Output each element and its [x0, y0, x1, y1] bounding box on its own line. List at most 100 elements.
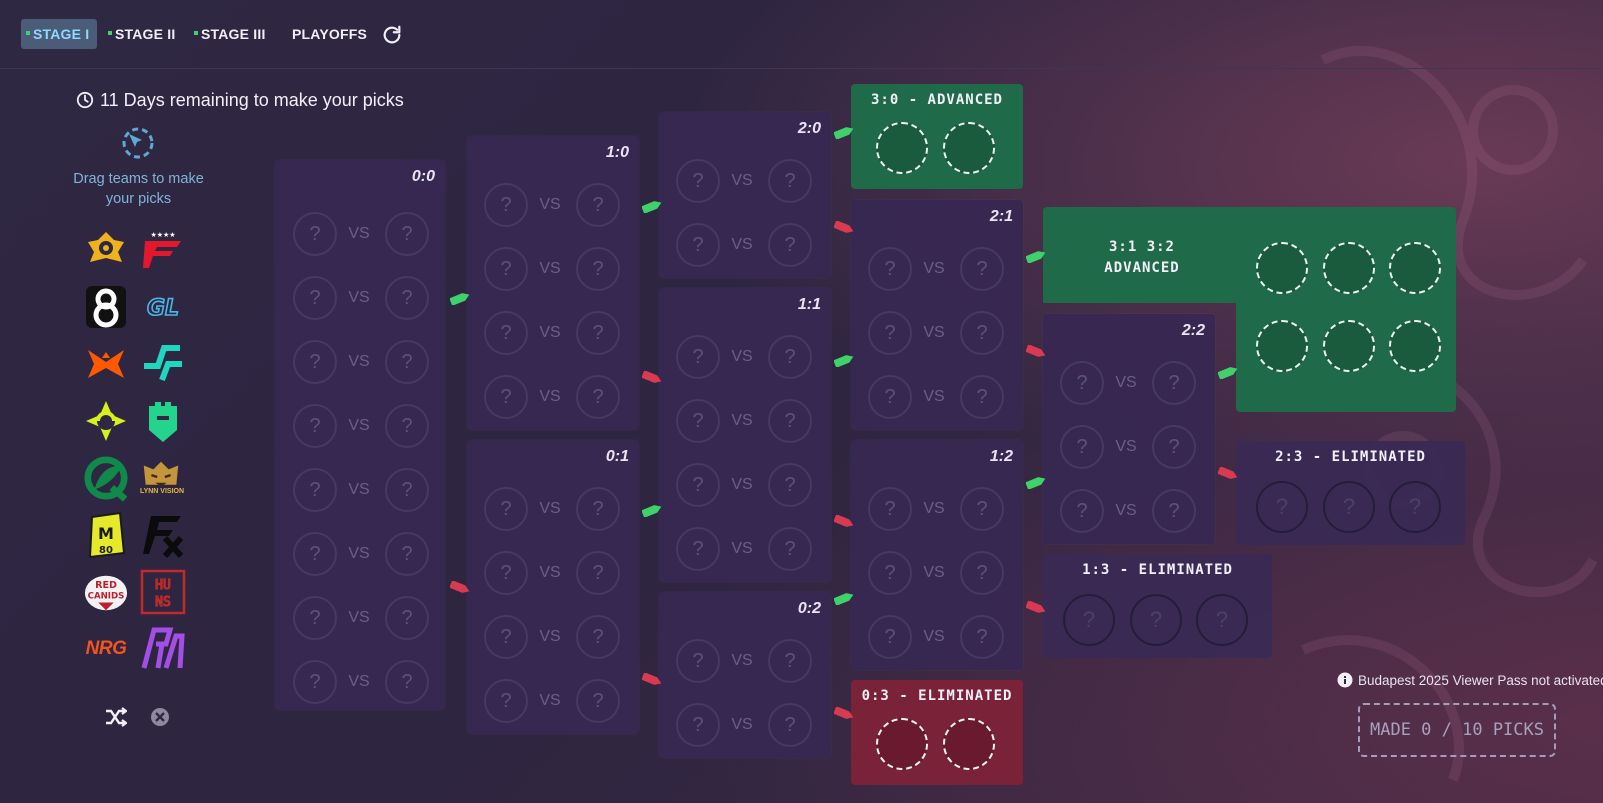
team-slot[interactable]: ?: [676, 703, 720, 747]
team-logo-imperial[interactable]: [140, 398, 186, 444]
team-slot[interactable]: ?: [385, 212, 429, 256]
team-slot[interactable]: ?: [768, 463, 812, 507]
team-slot[interactable]: ?: [385, 532, 429, 576]
team-slot[interactable]: ?: [1152, 361, 1196, 405]
team-slot[interactable]: ?: [484, 551, 528, 595]
team-slot[interactable]: ?: [385, 404, 429, 448]
pick-slot[interactable]: [876, 122, 928, 174]
team-logo-mongolz[interactable]: [83, 227, 129, 273]
eliminated-slot[interactable]: ?: [1130, 594, 1182, 646]
team-slot[interactable]: ?: [576, 551, 620, 595]
made-picks-button[interactable]: MADE 0 / 10 PICKS: [1358, 703, 1556, 757]
eliminated-slot[interactable]: ?: [1256, 481, 1308, 533]
team-slot[interactable]: ?: [868, 615, 912, 659]
team-logo-b8[interactable]: [83, 284, 129, 330]
team-slot[interactable]: ?: [293, 276, 337, 320]
pick-slot[interactable]: [1256, 242, 1308, 294]
team-slot[interactable]: ?: [960, 311, 1004, 355]
team-logo-rare-atom[interactable]: [140, 626, 186, 672]
eliminated-slot[interactable]: ?: [1196, 594, 1248, 646]
team-logo-nip[interactable]: [83, 398, 129, 444]
team-slot[interactable]: ?: [293, 660, 337, 704]
team-slot[interactable]: ?: [385, 468, 429, 512]
shuffle-icon[interactable]: [105, 707, 127, 727]
team-slot[interactable]: ?: [293, 212, 337, 256]
team-slot[interactable]: ?: [293, 468, 337, 512]
team-slot[interactable]: ?: [484, 311, 528, 355]
pick-slot[interactable]: [1323, 242, 1375, 294]
team-slot[interactable]: ?: [768, 703, 812, 747]
team-slot[interactable]: ?: [484, 615, 528, 659]
clear-icon[interactable]: [150, 707, 170, 727]
team-slot[interactable]: ?: [960, 615, 1004, 659]
team-slot[interactable]: ?: [868, 247, 912, 291]
team-slot[interactable]: ?: [484, 183, 528, 227]
team-slot[interactable]: ?: [484, 487, 528, 531]
team-slot[interactable]: ?: [1060, 489, 1104, 533]
team-slot[interactable]: ?: [576, 311, 620, 355]
team-logo-gamerlegion[interactable]: GL: [140, 284, 186, 330]
pick-slot[interactable]: [1389, 320, 1441, 372]
team-logo-fluxo[interactable]: [140, 512, 186, 558]
eliminated-slot[interactable]: ?: [1323, 481, 1375, 533]
team-slot[interactable]: ?: [385, 276, 429, 320]
tab-stage-1[interactable]: STAGE I: [21, 19, 98, 49]
team-slot[interactable]: ?: [576, 183, 620, 227]
team-slot[interactable]: ?: [960, 247, 1004, 291]
team-slot[interactable]: ?: [868, 311, 912, 355]
team-slot[interactable]: ?: [868, 551, 912, 595]
team-slot[interactable]: ?: [868, 375, 912, 419]
team-slot[interactable]: ?: [676, 399, 720, 443]
team-slot[interactable]: ?: [576, 487, 620, 531]
team-slot[interactable]: ?: [576, 375, 620, 419]
tab-stage-3[interactable]: STAGE III: [194, 19, 266, 49]
team-slot[interactable]: ?: [385, 660, 429, 704]
team-slot[interactable]: ?: [385, 340, 429, 384]
team-slot[interactable]: ?: [676, 159, 720, 203]
team-slot[interactable]: ?: [768, 159, 812, 203]
team-slot[interactable]: ?: [576, 615, 620, 659]
team-logo-flyquest[interactable]: [83, 455, 129, 502]
team-slot[interactable]: ?: [768, 527, 812, 571]
tab-playoffs[interactable]: PLAYOFFS: [292, 19, 367, 49]
team-slot[interactable]: ?: [676, 335, 720, 379]
team-slot[interactable]: ?: [1152, 425, 1196, 469]
team-slot[interactable]: ?: [1152, 489, 1196, 533]
team-logo-nrg[interactable]: NRG: [83, 626, 129, 672]
team-slot[interactable]: ?: [960, 487, 1004, 531]
team-slot[interactable]: ?: [676, 463, 720, 507]
team-logo-faze[interactable]: ★★★★: [140, 227, 186, 273]
team-slot[interactable]: ?: [960, 551, 1004, 595]
team-slot[interactable]: ?: [768, 335, 812, 379]
team-slot[interactable]: ?: [385, 596, 429, 640]
team-slot[interactable]: ?: [676, 223, 720, 267]
team-slot[interactable]: ?: [293, 340, 337, 384]
team-slot[interactable]: ?: [293, 596, 337, 640]
pick-slot[interactable]: [1256, 320, 1308, 372]
team-slot[interactable]: ?: [960, 375, 1004, 419]
team-slot[interactable]: ?: [484, 375, 528, 419]
eliminated-slot[interactable]: ?: [1389, 481, 1441, 533]
pick-slot[interactable]: [1323, 320, 1375, 372]
team-slot[interactable]: ?: [1060, 361, 1104, 405]
pick-slot[interactable]: [876, 718, 928, 770]
team-logo-fnatic[interactable]: [83, 341, 129, 387]
team-slot[interactable]: ?: [484, 247, 528, 291]
team-slot[interactable]: ?: [868, 487, 912, 531]
tab-stage-2[interactable]: STAGE II: [108, 19, 175, 49]
team-slot[interactable]: ?: [293, 404, 337, 448]
refresh-icon[interactable]: [381, 24, 403, 46]
pick-slot[interactable]: [943, 718, 995, 770]
team-slot[interactable]: ?: [293, 532, 337, 576]
eliminated-slot[interactable]: ?: [1063, 594, 1115, 646]
pick-slot[interactable]: [1389, 242, 1441, 294]
team-logo-legacy[interactable]: [140, 341, 186, 387]
team-slot[interactable]: ?: [768, 639, 812, 683]
pick-slot[interactable]: [943, 122, 995, 174]
team-slot[interactable]: ?: [576, 679, 620, 723]
team-slot[interactable]: ?: [676, 639, 720, 683]
team-slot[interactable]: ?: [676, 527, 720, 571]
